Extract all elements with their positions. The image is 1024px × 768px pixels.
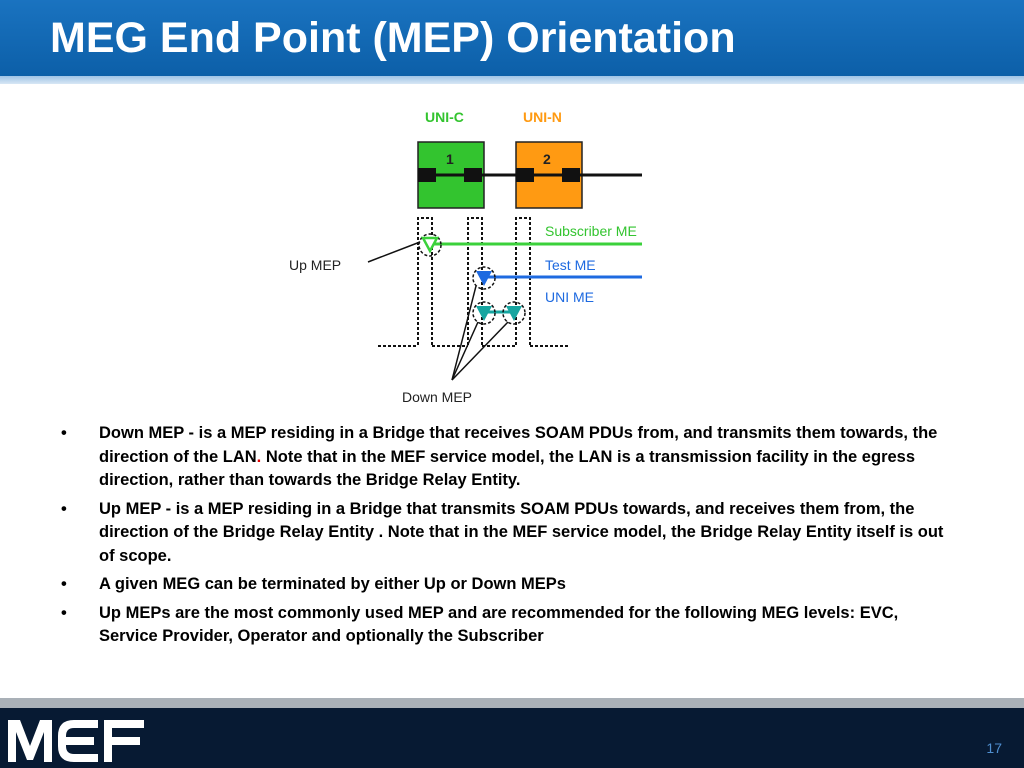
- footer-separator: [0, 698, 1024, 708]
- down-mep-label: Down MEP: [402, 389, 472, 405]
- down-mep-callout: [451, 321, 479, 381]
- up-mep-label: Up MEP: [289, 257, 341, 273]
- bridge-port-outline: [515, 217, 531, 345]
- port-block: [516, 168, 534, 182]
- box-1-number: 1: [446, 151, 454, 167]
- page-number: 17: [986, 740, 1002, 756]
- title-bar: [0, 0, 1024, 76]
- box-2-number: 2: [543, 151, 551, 167]
- logo-letter-e: [58, 720, 98, 762]
- logo-letter-f: [104, 720, 144, 762]
- test-me-label: Test ME: [545, 257, 596, 273]
- down-mep-triangle: [506, 306, 522, 321]
- bullet-marker: •: [61, 603, 67, 622]
- up-mep-marker: [418, 233, 442, 257]
- down-mep-callout: [451, 285, 477, 381]
- bullet-text: Up MEP - is a MEP residing in a Bridge t…: [99, 499, 944, 565]
- mef-logo: [8, 720, 144, 762]
- list-item: • Down MEP - is a MEP residing in a Brid…: [55, 422, 955, 493]
- list-item: • A given MEG can be terminated by eithe…: [55, 573, 955, 597]
- logo-letter-m: [8, 720, 52, 762]
- down-mep-triangle: [476, 306, 492, 321]
- bridge-port-outline: [467, 217, 483, 345]
- down-mep-marker: [502, 301, 526, 325]
- down-mep-callout: [451, 321, 509, 381]
- bullet-marker: •: [61, 499, 67, 518]
- list-item: • Up MEP - is a MEP residing in a Bridge…: [55, 498, 955, 569]
- bullet-text: Note that in the MEF service model, the …: [99, 447, 916, 490]
- bullet-text: A given MEG can be terminated by either …: [99, 575, 566, 593]
- bullet-marker: •: [61, 575, 67, 593]
- bullet-text: Down MEP - is a MEP residing in a Bridge…: [99, 424, 938, 466]
- title-underline: [0, 76, 1024, 84]
- uni-n-label: UNI-N: [523, 109, 562, 125]
- subscriber-me-label: Subscriber ME: [545, 223, 637, 239]
- bullet-text-red: .: [256, 447, 262, 466]
- footer-bar: [0, 708, 1024, 768]
- port-block: [562, 168, 580, 182]
- bullet-marker: •: [61, 424, 67, 442]
- down-mep-triangle: [476, 271, 492, 286]
- up-mep-callout: [367, 241, 421, 263]
- port-block: [464, 168, 482, 182]
- uni-c-label: UNI-C: [425, 109, 464, 125]
- down-mep-marker: [472, 301, 496, 325]
- mep-orientation-diagram: UNI-C UNI-N 1 2 Subscriber ME Test ME UN…: [289, 109, 642, 405]
- bullet-text: Up MEPs are the most commonly used MEP a…: [99, 603, 899, 646]
- port-block: [418, 168, 436, 182]
- list-item: • Up MEPs are the most commonly used MEP…: [55, 602, 955, 649]
- down-mep-marker: [472, 266, 496, 290]
- bullet-list: • Down MEP - is a MEP residing in a Brid…: [55, 422, 955, 654]
- page-title: MEG End Point (MEP) Orientation: [50, 14, 736, 62]
- uni-me-label: UNI ME: [545, 289, 594, 305]
- up-mep-triangle: [420, 236, 440, 254]
